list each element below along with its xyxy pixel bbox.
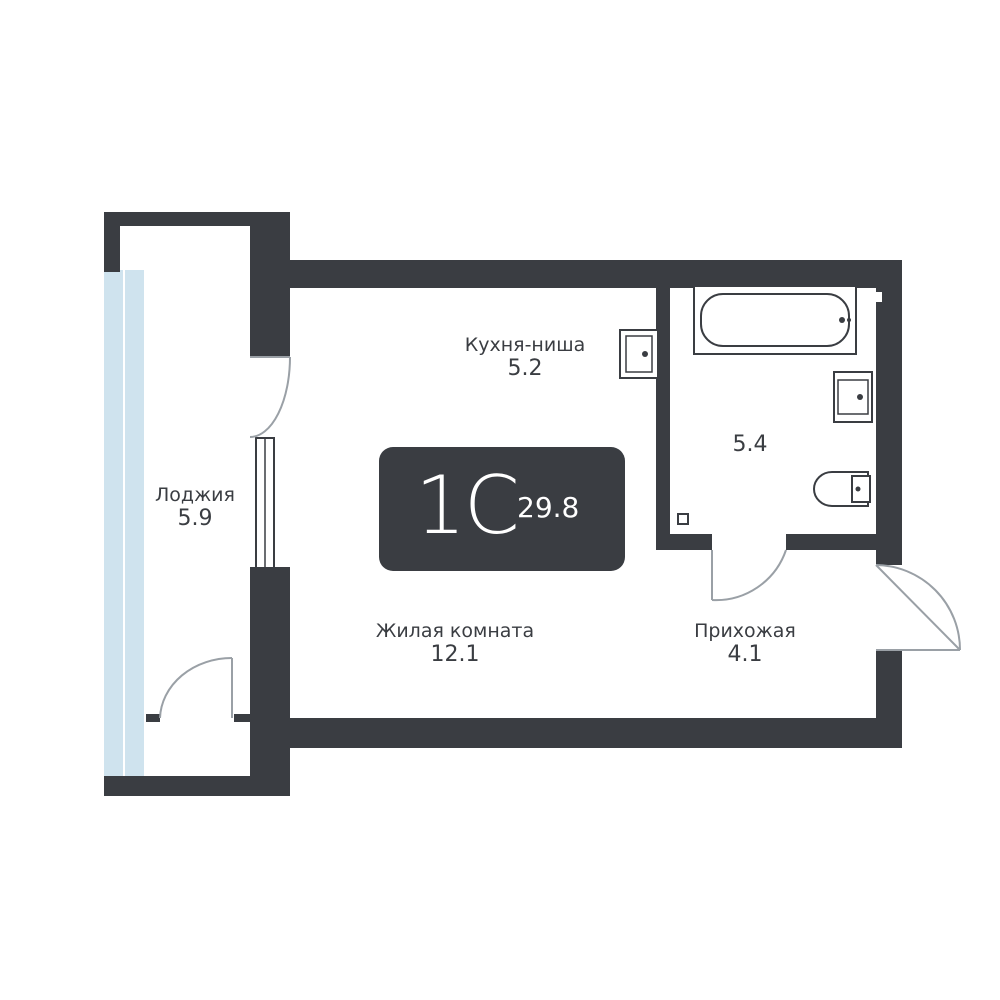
room-name-living: Жилая комната <box>375 620 535 642</box>
toilet-icon <box>813 471 871 507</box>
apartment-total-area: 29.8 <box>517 491 580 524</box>
apartment-badge: 1С 29.8 <box>379 447 625 571</box>
kitchen-sink-icon <box>619 329 659 379</box>
riser-marker <box>677 513 689 525</box>
vent-marker <box>872 292 882 302</box>
apartment-type: 1С <box>415 459 520 552</box>
room-label-bathroom: 5.4 <box>700 432 800 457</box>
room-area-kitchen: 5.2 <box>507 356 543 381</box>
room-label-loggia: Лоджия 5.9 <box>140 484 250 531</box>
sink-icon <box>833 371 873 423</box>
room-area-loggia: 5.9 <box>177 506 213 531</box>
bathtub-icon <box>693 285 857 355</box>
room-label-living: Жилая комната 12.1 <box>340 620 570 667</box>
loggia-door-frame <box>255 437 275 569</box>
room-area-hallway: 4.1 <box>727 642 763 667</box>
room-label-hallway: Прихожая 4.1 <box>670 620 820 667</box>
room-area-living: 12.1 <box>430 642 480 667</box>
room-name-hallway: Прихожая <box>694 620 796 642</box>
walls <box>104 212 902 796</box>
loggia-window <box>104 270 144 780</box>
doors <box>159 356 961 719</box>
room-name-kitchen: Кухня-ниша <box>464 334 586 356</box>
room-area-bathroom: 5.4 <box>732 432 768 457</box>
room-name-loggia: Лоджия <box>155 484 235 506</box>
room-label-kitchen: Кухня-ниша 5.2 <box>440 334 610 381</box>
